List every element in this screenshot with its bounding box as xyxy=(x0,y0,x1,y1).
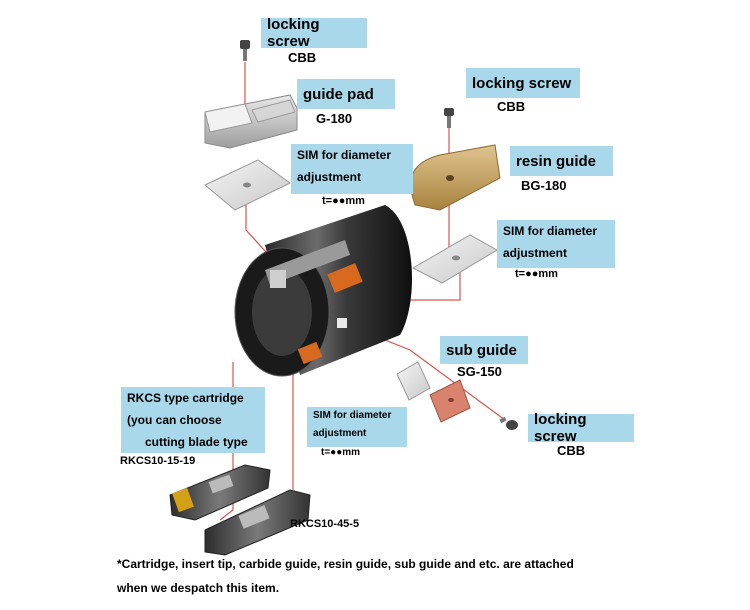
resin-guide-label: resin guide xyxy=(510,146,613,176)
sub-guide-shapes xyxy=(396,361,471,423)
sim-label-1-line1: SIM for diameter xyxy=(297,148,392,162)
sim-label-2-line2: adjustment xyxy=(503,246,568,260)
locking-screw-1-shape xyxy=(240,40,250,61)
footnote: *Cartridge, insert tip, carbide guide, r… xyxy=(117,552,717,600)
guide-pad-shape xyxy=(204,94,298,149)
cartridge-2-shape xyxy=(204,489,311,556)
guide-pad-label: guide pad xyxy=(297,79,395,109)
sim-label-2: SIM for diameter adjustment xyxy=(497,220,615,268)
locking-screw-code-2: CBB xyxy=(497,99,526,114)
boring-head-body xyxy=(234,205,412,377)
resin-guide-shape xyxy=(409,144,501,211)
sim-label-3-line2: adjustment xyxy=(313,428,367,439)
cartridge-model-1: RKCS10-15-19 xyxy=(120,455,196,467)
guide-pad-code: G-180 xyxy=(316,111,353,126)
sim-thickness-1: t=●●mm xyxy=(322,195,365,207)
sim-1-shape xyxy=(204,159,291,211)
sim-label-1-line2: adjustment xyxy=(297,170,362,184)
cartridge-1-shape xyxy=(169,464,271,521)
sim-label-1: SIM for diameter adjustment xyxy=(291,144,413,194)
cartridge-label-line2: (you can choose xyxy=(127,413,222,427)
footnote-line-2: when we despatch this item. xyxy=(117,581,280,595)
locking-screw-code-1: CBB xyxy=(288,50,317,65)
cartridge-model-2: RKCS10-45-5 xyxy=(290,518,360,530)
sub-guide-code: SG-150 xyxy=(457,364,502,379)
locking-screw-2-shape xyxy=(444,108,454,128)
locking-screw-label-1: locking screw xyxy=(261,16,367,50)
cartridge-label: RKCS type cartridge (you can choose cutt… xyxy=(121,387,265,453)
locking-screw-label-2: locking screw xyxy=(466,68,580,98)
sim-label-2-line1: SIM for diameter xyxy=(503,224,598,238)
locking-screw-3-shape xyxy=(499,416,518,430)
resin-guide-code: BG-180 xyxy=(521,178,567,193)
cartridge-label-line3: cutting blade type xyxy=(145,435,248,449)
sim-label-3-line1: SIM for diameter xyxy=(313,410,392,421)
sim-thickness-3: t=●●mm xyxy=(321,447,361,458)
sim-2-shape xyxy=(411,234,498,284)
sim-thickness-2: t=●●mm xyxy=(515,268,558,280)
cartridge-label-line1: RKCS type cartridge xyxy=(127,391,244,405)
locking-screw-code-3: CBB xyxy=(557,443,586,458)
footnote-line-1: *Cartridge, insert tip, carbide guide, r… xyxy=(117,557,574,571)
locking-screw-label-3: locking screw xyxy=(528,411,634,445)
sim-label-3: SIM for diameter adjustment xyxy=(307,407,407,447)
sub-guide-label: sub guide xyxy=(440,336,528,364)
